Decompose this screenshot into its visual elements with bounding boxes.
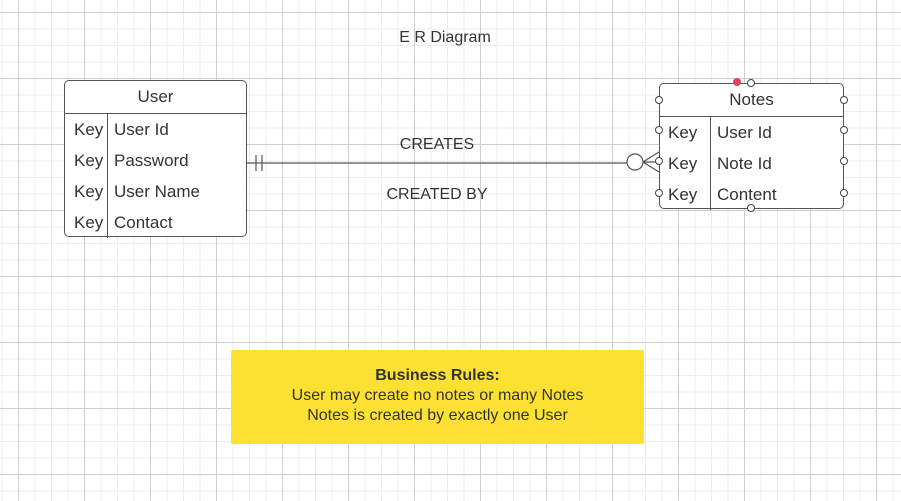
diagram-title: E R Diagram [399,29,491,46]
key-label: Key [65,207,108,238]
resize-handle [655,126,663,134]
resize-handle [840,96,848,104]
resize-handle [747,79,755,87]
relationship-label-created-by: CREATED BY [386,186,488,203]
resize-handle [655,189,663,197]
selection-handles[interactable] [655,79,848,212]
resize-handle [655,96,663,104]
resize-handle [747,204,755,212]
key-label: Key [660,148,711,179]
field-user-id: User Id [717,123,772,142]
one-and-only-one-marker [255,155,263,171]
entity-notes[interactable]: Notes Key User Id Key Note Id Key Conten… [659,83,844,210]
key-label: Key [660,179,711,210]
field-user-id: User Id [114,120,169,139]
entity-user[interactable]: User Key User Id Key Password Key User N… [64,80,247,238]
business-rules-note[interactable]: Business Rules: User may create no notes… [231,350,644,444]
entity-user-row[interactable]: Key Password [65,145,246,176]
entity-user-name: User [65,81,246,114]
field-user-name: User Name [114,182,200,201]
key-label: Key [65,114,108,145]
selection-dot[interactable] [733,78,741,86]
field-content: Content [717,185,777,204]
key-label: Key [660,117,711,148]
field-note-id: Note Id [717,154,772,173]
business-rule-line: Notes is created by exactly one User [307,407,568,424]
key-label: Key [65,176,108,207]
resize-handle [840,126,848,134]
key-label: Key [65,145,108,176]
entity-notes-row[interactable]: Key Note Id [660,148,843,179]
entity-notes-row[interactable]: Key Content [660,179,843,210]
entity-user-row[interactable]: Key User Name [65,176,246,207]
entity-user-row[interactable]: Key User Id [65,114,246,145]
field-password: Password [114,151,189,170]
business-rules-title: Business Rules: [375,367,500,384]
resize-handle [840,157,848,165]
business-rule-line: User may create no notes or many Notes [291,387,584,404]
zero-or-many-marker [626,151,660,173]
field-contact: Contact [114,213,173,232]
relationship-label-creates: CREATES [399,136,475,153]
entity-user-row[interactable]: Key Contact [65,207,246,238]
resize-handle [840,189,848,197]
resize-handle [655,157,663,165]
entity-notes-row[interactable]: Key User Id [660,117,843,148]
entity-notes-name: Notes [660,84,843,117]
